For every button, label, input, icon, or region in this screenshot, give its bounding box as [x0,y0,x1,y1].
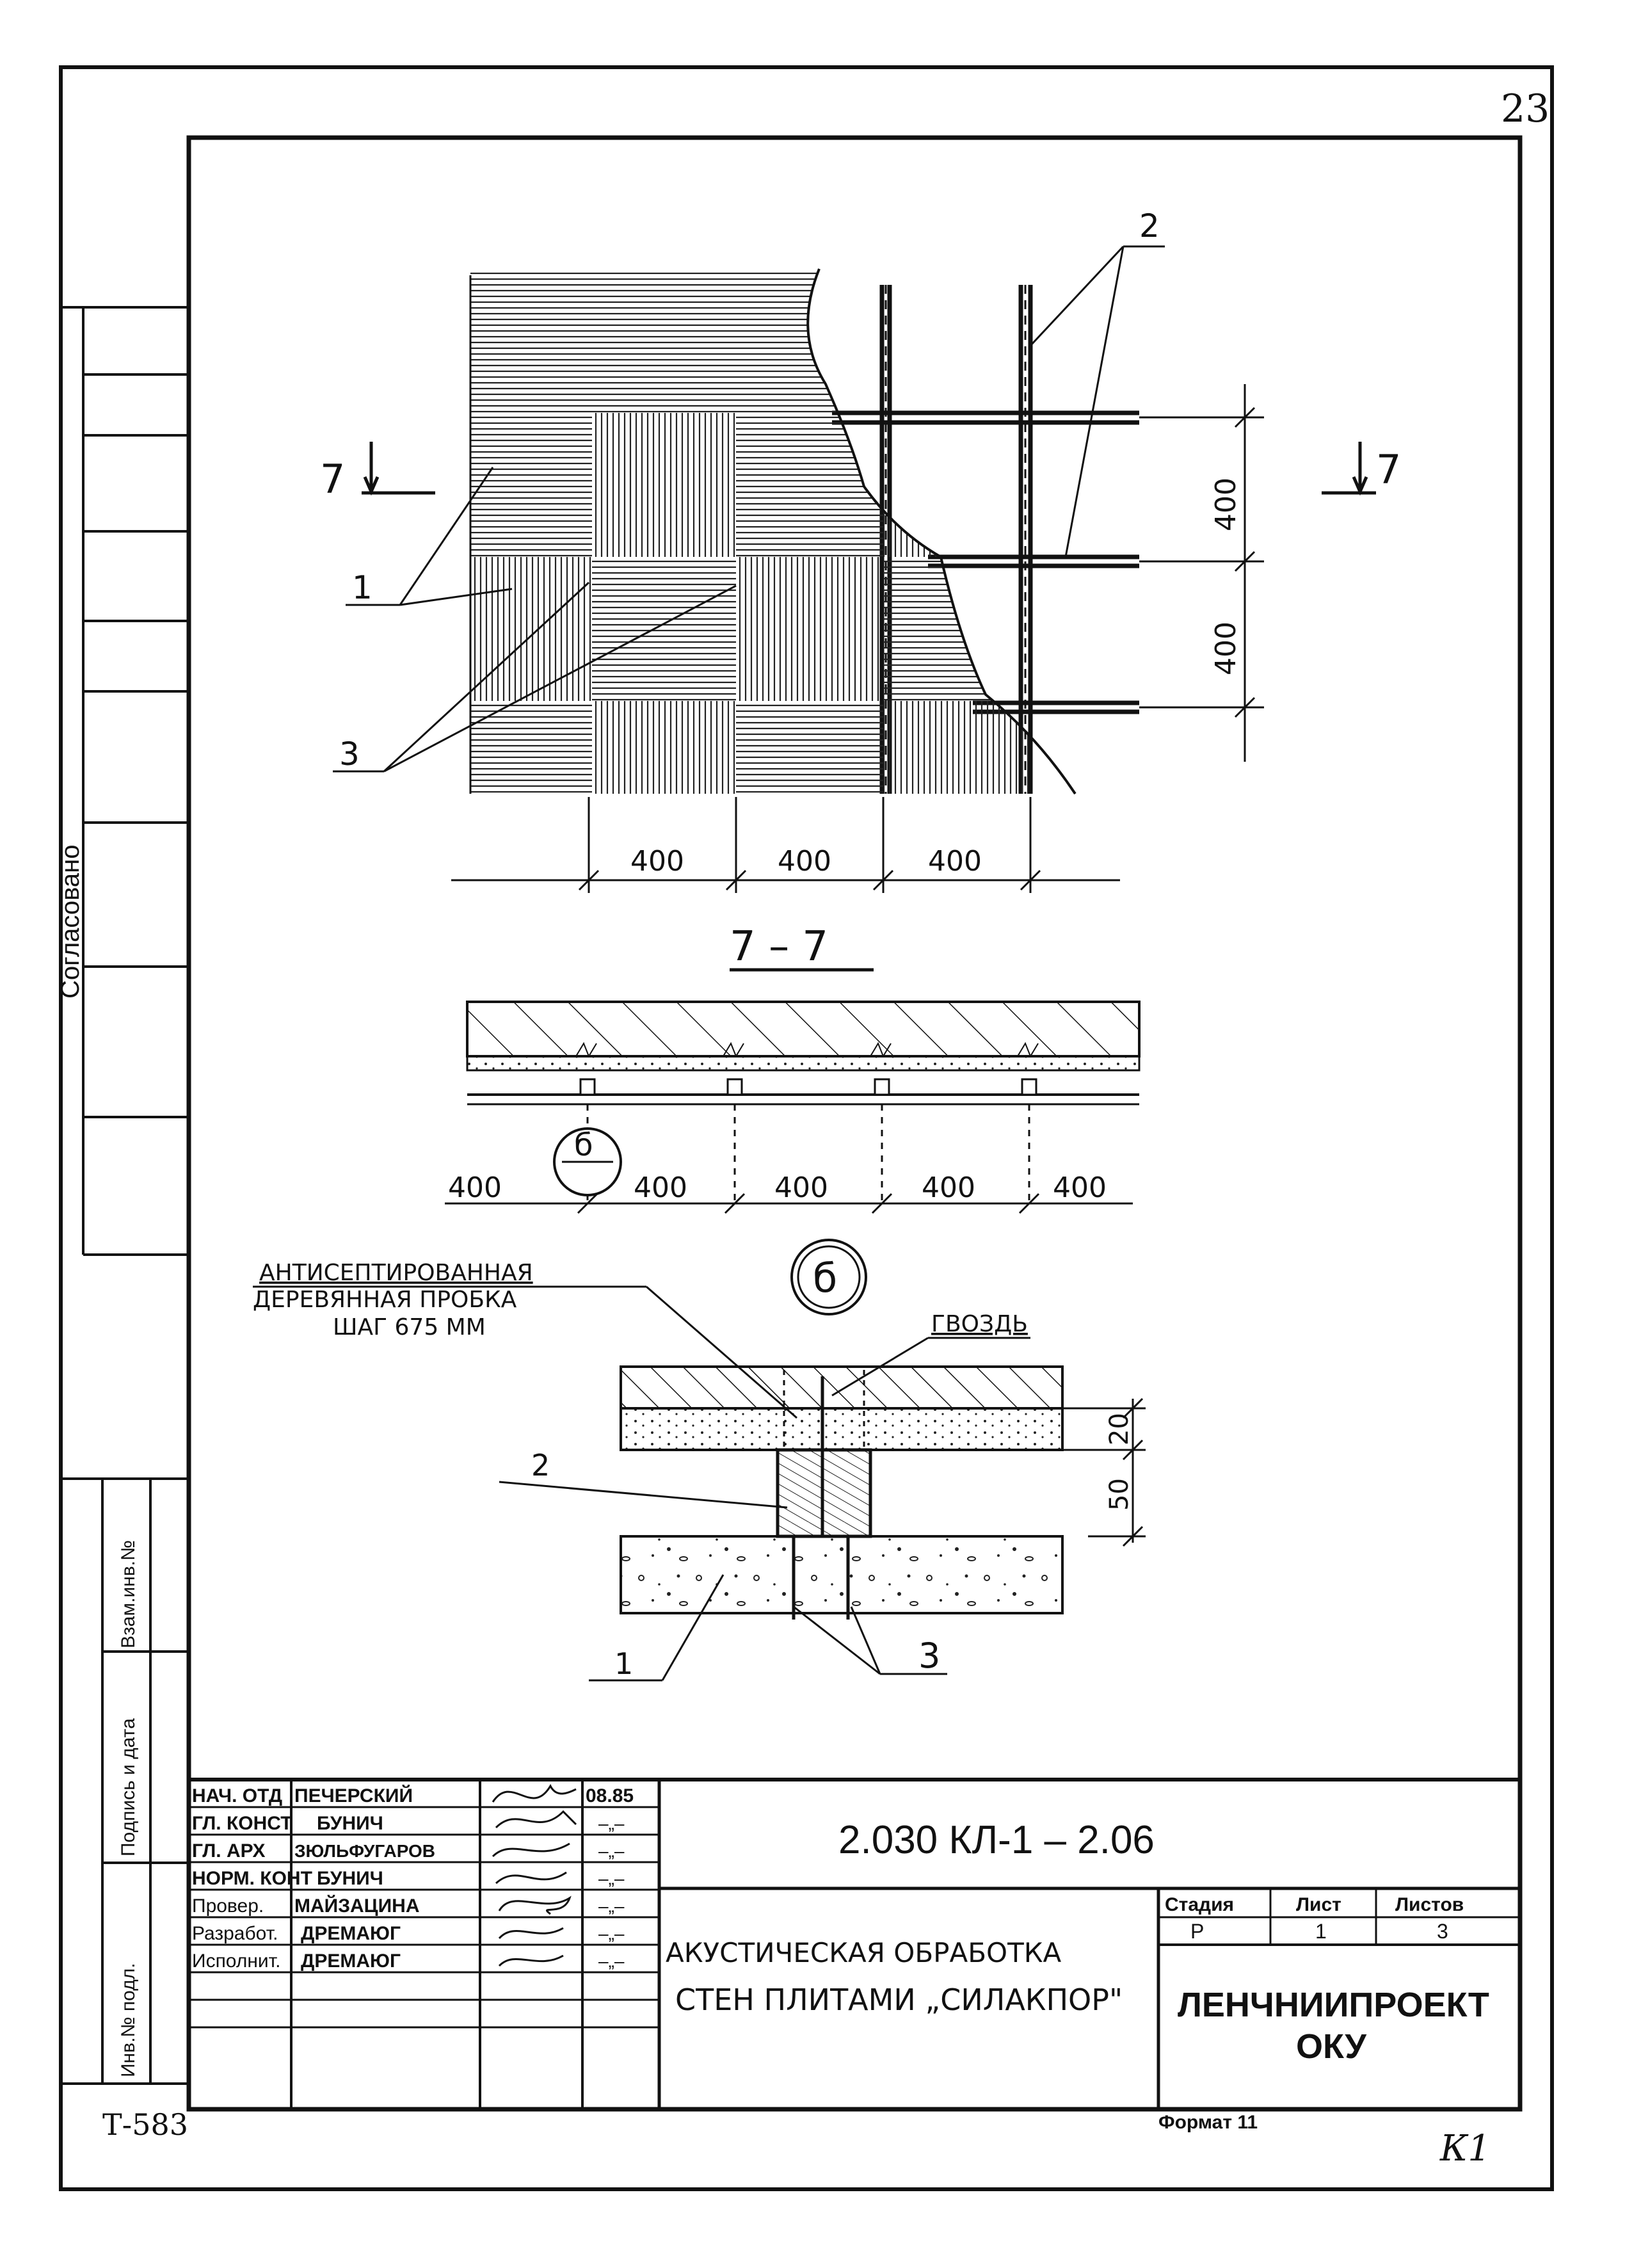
section-plug-marks [575,1042,1039,1058]
section-dim-3: 400 [774,1171,828,1204]
detail-dim-lines [1062,1397,1146,1547]
plan-leaders [333,245,1165,773]
corner-mark: К1 [1439,2128,1491,2169]
section-mark-right-label: 7 [1376,446,1401,493]
detail-circle-label: б [813,1255,837,1301]
date-2: –„– [598,1814,625,1833]
section-mark-left-label: 7 [320,456,345,503]
date-5: –„– [598,1896,625,1916]
role-1: НАЧ. ОТД [192,1785,282,1806]
plan-view: 7 7 1 2 3 [320,207,1401,893]
plan-callout-3: 3 [339,736,360,773]
detail-callout-1: 1 [614,1646,633,1681]
name-3: ЗЮЛЬФУГАРОВ [294,1841,435,1861]
inventory-code: Т-583 [102,2107,188,2142]
org-line-1: ЛЕНЧНИИПРОЕКТ [1178,1986,1489,2024]
role-6: Разработ. [192,1923,278,1944]
stamp-original-inv: Инв.№ подл. [118,1963,139,2077]
section-title: 7 – 7 [730,923,828,970]
stage-value: Р [1190,1920,1204,1943]
detail-dim-50: 50 [1105,1478,1134,1511]
date-3: –„– [598,1841,625,1861]
sheets-value: 3 [1437,1920,1448,1943]
title-block [189,1778,1520,2109]
plan-hdim-2: 400 [778,845,831,878]
plan-vert-dim-lines [1139,384,1264,762]
plan-horiz-dim-lines [451,797,1120,893]
name-1: ПЕЧЕРСКИЙ [294,1785,413,1806]
section-dim-1: 400 [448,1171,502,1204]
plan-vdim-2: 400 [1210,622,1242,675]
section-dim-5: 400 [1053,1171,1107,1204]
title-block-dates: 08.85 –„– –„– –„– –„– –„– –„– [586,1785,634,1971]
detail-callout-3: 3 [918,1636,940,1676]
date-1: 08.85 [586,1785,634,1806]
role-2: ГЛ. КОНСТ [192,1813,292,1834]
plan-callout-2: 2 [1139,207,1160,245]
plug-note-line-2: ДЕРЕВЯННАЯ ПРОБКА [253,1287,517,1313]
detail-leaders [253,1285,1030,1682]
section-7-7: 7 – 7 [445,923,1141,1214]
plan-hdim-1: 400 [630,845,684,878]
sheets-header: Листов [1395,1894,1464,1915]
sheet-value: 1 [1315,1920,1327,1943]
doc-code: 2.030 КЛ-1 – 2.06 [838,1818,1155,1862]
title-block-roles: НАЧ. ОТД ГЛ. КОНСТ ГЛ. АРХ НОРМ. КОНТ Пр… [192,1785,312,1972]
section-dim-2: 400 [634,1171,687,1204]
name-2: БУНИЧ [317,1813,383,1834]
role-3: ГЛ. АРХ [192,1840,266,1862]
sheet-number: 23 [1501,86,1549,131]
section-battens [579,1078,1037,1096]
role-7: Исполнит. [192,1950,280,1972]
stamp-signature-date: Подпись и дата [118,1718,139,1856]
detail-dim-20: 20 [1105,1413,1134,1445]
section-dim-ticks [577,1193,1040,1214]
org-line-2: ОКУ [1296,2027,1367,2066]
role-5: Провер. [192,1895,264,1917]
date-7: –„– [598,1951,625,1971]
detail-callout-2: 2 [531,1448,550,1483]
plug-note-line-3: ШАГ 675 ММ [333,1314,486,1340]
plug-note-line-1: АНТИСЕПТИРОВАННАЯ [259,1260,533,1286]
panel-checkerboard [470,269,1030,794]
title-block-names: ПЕЧЕРСКИЙ БУНИЧ ЗЮЛЬФУГАРОВ БУНИЧ МАЙЗАЦ… [294,1785,435,1972]
plan-hdim-3: 400 [928,845,982,878]
name-4: БУНИЧ [317,1868,383,1889]
left-stamp-strip [61,306,189,2085]
name-7: ДРЕМАЮГ [301,1950,401,1972]
sheet-header: Лист [1296,1894,1341,1915]
section-mark-right [1322,442,1376,496]
drawing-title-line-2: СТЕН ПЛИТАМИ „СИЛАКПОР" [675,1982,1123,2017]
date-6: –„– [598,1924,625,1943]
detail-b: б АНТИСЕПТИРОВАННАЯ ДЕРЕВЯННАЯ ПРОБКА ША… [253,1239,1146,1682]
signatures [492,1783,577,1967]
format-label: Формат 11 [1158,2112,1258,2133]
stamp-replace-inv: Взам.инв.№ [118,1540,139,1648]
name-5: МАЙЗАЦИНА [294,1895,419,1917]
section-detail-ref: б [574,1127,593,1163]
section-dim-4: 400 [922,1171,975,1204]
name-6: ДРЕМАЮГ [301,1923,401,1944]
plan-callout-1: 1 [352,569,372,606]
plan-vdim-1: 400 [1210,478,1242,531]
stage-header: Стадия [1165,1894,1234,1915]
section-mark-left [362,442,435,496]
sheet-frame [59,65,1554,2191]
drawing-title-line-1: АКУСТИЧЕСКАЯ ОБРАБОТКА [666,1937,1062,1968]
approved-label: Согласовано [56,844,84,999]
nail-label: ГВОЗДЬ [931,1311,1028,1337]
role-4: НОРМ. КОНТ [192,1868,312,1889]
date-4: –„– [598,1869,625,1888]
detail-nails [792,1376,850,1620]
